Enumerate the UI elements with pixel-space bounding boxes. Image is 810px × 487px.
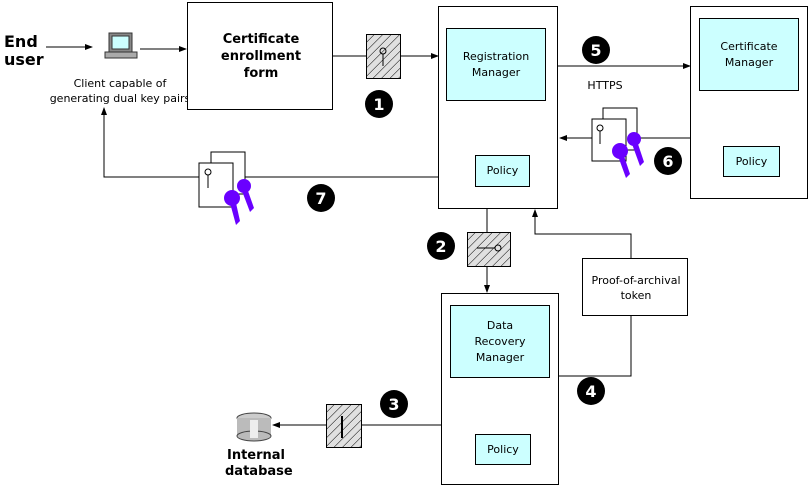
rm-line1: Registration [462, 49, 530, 63]
database-icon [236, 412, 272, 442]
cm-line2: Manager [724, 55, 774, 69]
certificate-pair-icon [591, 107, 644, 178]
certificate-pair-icon-2 [198, 151, 254, 225]
proof-of-archival-token: Proof-of-archival token [582, 258, 688, 316]
end-user-line2: user [4, 50, 44, 69]
step-6-badge: 6 [654, 147, 682, 175]
rm-policy-label: Policy [486, 164, 519, 177]
drm-line3: Manager [475, 350, 525, 364]
client-label: Client capable of generating dual key pa… [42, 76, 198, 106]
encrypted-key-packet-1 [366, 34, 401, 79]
cm-policy-label: Policy [735, 154, 768, 168]
rm-policy[interactable]: Policy [475, 155, 530, 187]
drm-policy-label: Policy [487, 442, 519, 456]
encrypted-key-packet-2 [467, 232, 511, 267]
client-line2: generating dual key pairs [49, 92, 191, 105]
drm-line2: Recovery [474, 334, 526, 348]
db-line1: Internal [226, 448, 286, 463]
form-line2: enrollment [220, 49, 302, 64]
form-line1: Certificate [222, 32, 300, 47]
cm-policy[interactable]: Policy [723, 146, 780, 177]
rm-line2: Manager [471, 65, 521, 79]
step-3-badge: 3 [380, 390, 408, 418]
form-line3: form [243, 66, 279, 81]
enrollment-form-box: Certificate enrollment form [187, 2, 333, 110]
https-label: HTTPS [587, 79, 623, 92]
internal-database-label: Internal database [225, 448, 293, 480]
computer-icon [104, 32, 138, 59]
client-line1: Client capable of [73, 77, 167, 90]
cm-line1: Certificate [720, 39, 778, 53]
step-5-badge: 5 [582, 36, 610, 64]
token-line2: token [620, 289, 652, 302]
end-user-label: End user [4, 33, 44, 69]
arrow-drm-to-token [558, 316, 632, 377]
end-user-line1: End [4, 32, 38, 51]
drm-policy[interactable]: Policy [475, 434, 531, 465]
step-2-badge: 2 [427, 232, 455, 260]
arrow-token-to-rm [532, 209, 632, 258]
step-1-badge: 1 [365, 90, 393, 118]
drm-line1: Data [486, 318, 514, 332]
step-4-badge: 4 [577, 377, 605, 405]
db-line2: database [225, 464, 293, 479]
arrow-rm-to-client [101, 107, 438, 178]
token-line1: Proof-of-archival [591, 274, 681, 287]
step-7-badge: 7 [307, 184, 335, 212]
encrypted-key-packet-3 [326, 404, 362, 448]
